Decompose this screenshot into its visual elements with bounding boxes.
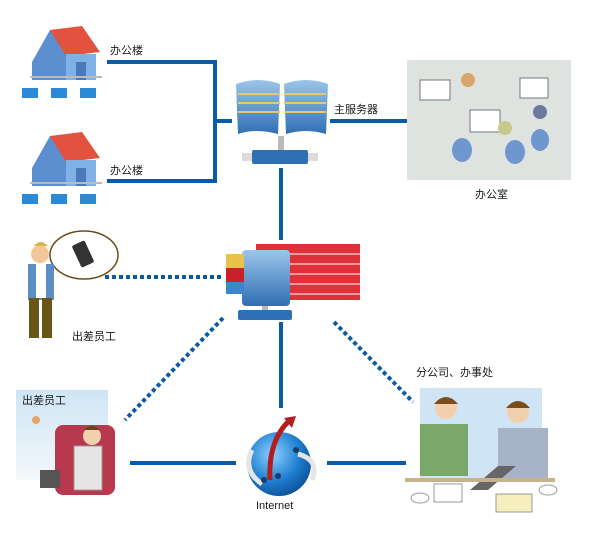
label-internet: Internet: [256, 500, 294, 512]
dotted-edges: [105, 275, 415, 422]
internet-globe-icon: [246, 416, 317, 496]
label-office-room: 办公室: [475, 188, 508, 201]
label-office-building-2: 办公楼: [110, 164, 143, 177]
edge-firewall-travel: [123, 316, 225, 422]
mobile-employee-illustration: [28, 230, 119, 338]
branch-office-illustration: [405, 388, 558, 513]
label-office-building-1: 办公楼: [110, 44, 143, 57]
travel-employee-illustration: [16, 390, 115, 495]
office-room-illustration: [407, 60, 571, 180]
label-mobile-employee: 出差员工: [72, 330, 116, 343]
label-main-server: 主服务器: [334, 103, 378, 116]
main-server-icon: [236, 80, 328, 164]
office-building-1: [22, 26, 102, 98]
edge-firewall-branch: [332, 320, 415, 404]
label-travel-employee: 出差员工: [22, 394, 66, 407]
connections: [105, 60, 415, 465]
firewall-icon: [226, 244, 360, 320]
label-branch-office: 分公司、办事处: [416, 366, 493, 379]
office-building-2: [22, 132, 102, 204]
